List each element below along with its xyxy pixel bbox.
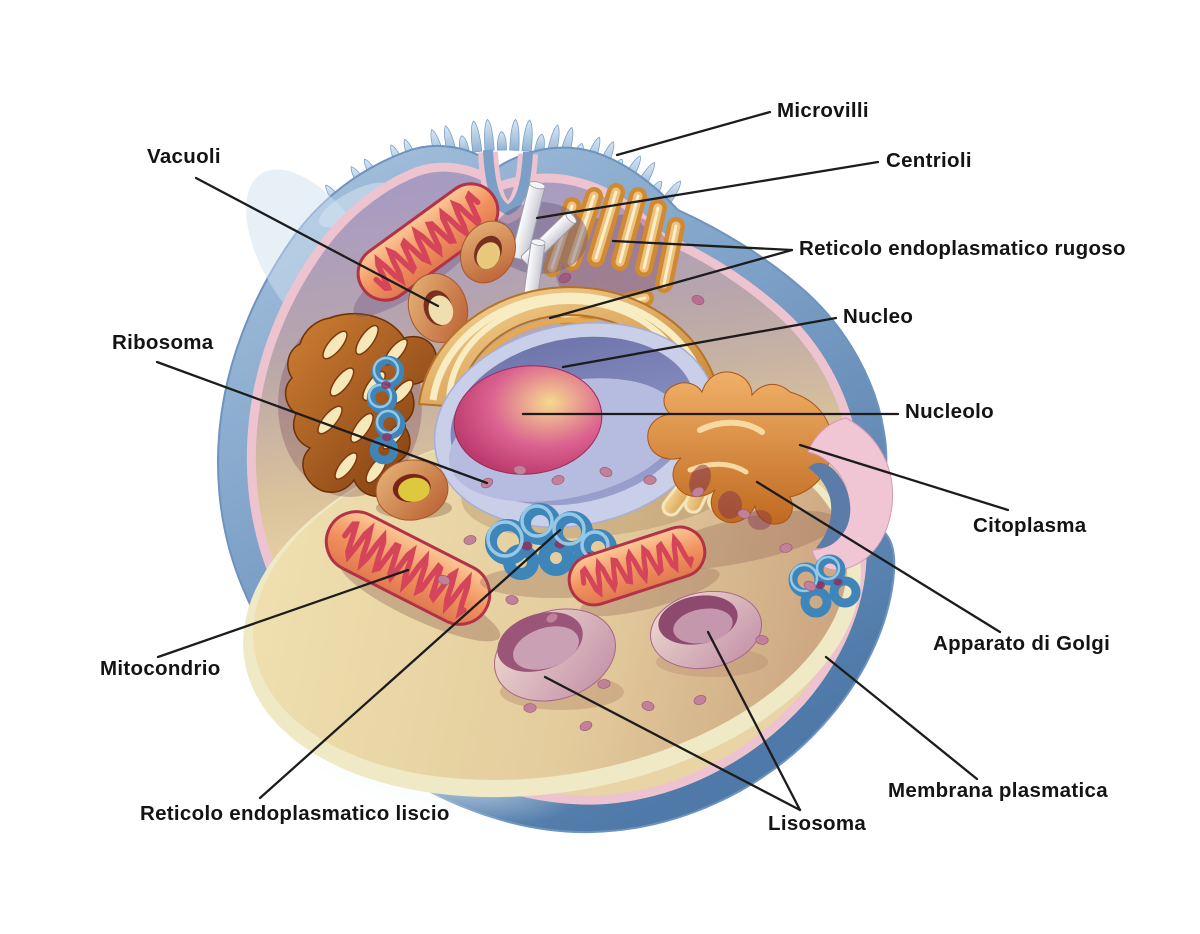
nucleus-illustration — [433, 322, 717, 528]
vacuole-small — [460, 220, 516, 284]
mitochondrion-top — [356, 182, 500, 302]
leader-line-mitocondrio — [156, 568, 410, 659]
leader-line-microvilli — [615, 110, 772, 157]
leader-line-citoplasma — [798, 443, 1010, 512]
membrane-fold — [807, 417, 894, 571]
microvillus — [534, 133, 545, 154]
smooth-er-upper — [366, 355, 406, 465]
ribosome-dot — [737, 509, 751, 519]
ribosome-dot — [579, 720, 593, 732]
ribosome-dot — [597, 679, 611, 689]
ribosome-dot — [545, 612, 559, 624]
label-membrana-plasmatica: Membrana plasmatica — [888, 779, 1108, 802]
leader-line-nucleo — [561, 316, 838, 369]
ribosome-dots-floor — [437, 465, 817, 732]
vacuole-floor — [375, 459, 452, 521]
ribosome-dot — [643, 475, 657, 485]
ribosome-dot — [551, 475, 565, 485]
lysosome-left — [493, 608, 624, 710]
label-reticolo-liscio: Reticolo endoplasmatico liscio — [140, 802, 450, 825]
golgi-illustration — [647, 371, 839, 570]
leader-lines — [155, 110, 1010, 812]
mitochondrion-bottom-right — [567, 525, 707, 607]
leader-line-centrioli — [535, 160, 880, 220]
leader-line-reticolo-rugoso-a — [611, 239, 794, 252]
ribosome-dot — [693, 695, 707, 705]
ribosome-dot — [558, 272, 572, 284]
leader-line-reticolo-rugoso-b — [548, 248, 794, 320]
ribosome-dot — [463, 535, 477, 545]
leader-line-apparato-golgi — [755, 480, 1002, 634]
ribosome-dot — [641, 701, 655, 711]
label-nucleolo: Nucleolo — [905, 400, 994, 423]
nucleolus-illustration — [453, 365, 603, 475]
ribosome-dot — [803, 580, 817, 592]
leader-line-vacuoli — [194, 176, 440, 308]
shadow — [580, 567, 720, 617]
ribosome-dot — [599, 467, 613, 477]
microvillus — [521, 119, 533, 152]
leader-line-membrana — [824, 655, 979, 781]
ribosome-dot — [691, 486, 705, 498]
vacuole-main — [407, 273, 469, 343]
microvillus — [484, 118, 495, 152]
label-ribosoma: Ribosoma — [112, 331, 214, 354]
label-mitocondrio: Mitocondrio — [100, 657, 221, 680]
label-reticolo-rugoso: Reticolo endoplasmatico rugoso — [799, 237, 1126, 260]
microvillus — [496, 131, 507, 151]
leader-line-ribosoma — [155, 360, 489, 485]
ribosome-dot — [513, 465, 527, 475]
mitochondrion-bottom-left — [324, 510, 492, 626]
ribosome-dot — [437, 575, 451, 585]
label-citoplasma: Citoplasma — [973, 514, 1087, 537]
label-centrioli: Centrioli — [886, 149, 972, 172]
leader-line-lisosoma-a — [543, 675, 802, 812]
ribosome-dot — [523, 703, 537, 713]
smooth-er-right — [788, 554, 861, 618]
membrane-notch — [478, 149, 538, 224]
leader-line-lisosoma-b — [706, 630, 802, 812]
leader-line-reticolo-liscio — [258, 528, 562, 800]
ribosome-dot — [691, 295, 705, 305]
label-apparato-golgi: Apparato di Golgi — [933, 632, 1111, 655]
label-vacuoli: Vacuoli — [147, 145, 221, 168]
ribosome-dot — [505, 595, 519, 605]
label-nucleo: Nucleo — [843, 305, 914, 328]
microvillus — [509, 118, 520, 151]
microvillus — [470, 120, 483, 153]
ribosome-dot — [779, 543, 793, 553]
ribosome-dot — [755, 635, 769, 645]
label-lisosoma: Lisosoma — [768, 812, 867, 835]
label-microvilli: Microvilli — [777, 99, 869, 122]
lysosome-right — [649, 590, 768, 677]
centrioles-illustration — [492, 181, 588, 303]
